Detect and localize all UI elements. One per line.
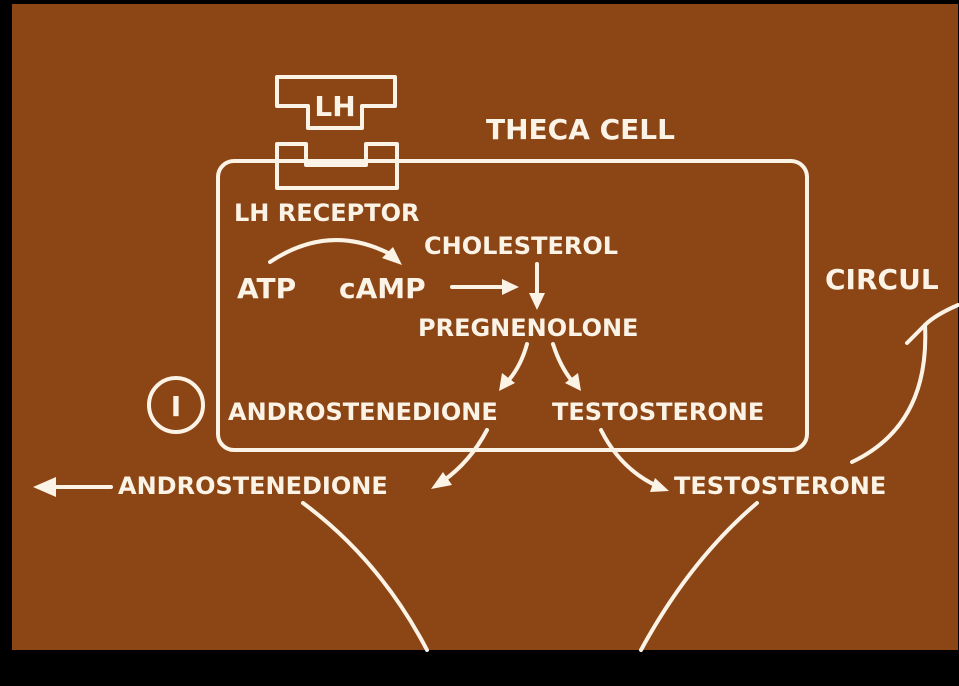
circulation-label: CIRCUL bbox=[825, 263, 939, 296]
androstenedione-export-arrowhead bbox=[431, 472, 452, 489]
circulation-arrow-barb bbox=[905, 323, 927, 345]
pregnenolone-to-androstenedione-arrow bbox=[506, 342, 529, 383]
androstenedione-inside-label: ANDROSTENEDIONE bbox=[228, 398, 498, 426]
cholesterol-label: CHOLESTEROL bbox=[424, 232, 618, 260]
testosterone-inside-label: TESTOSTERONE bbox=[552, 398, 764, 426]
pregnenolone-to-androstenedione-arrowhead bbox=[499, 373, 515, 391]
testosterone-export-arrow bbox=[599, 428, 657, 487]
androstenedione-outside-label: ANDROSTENEDIONE bbox=[118, 472, 388, 500]
circulation-arrow-tip bbox=[923, 303, 959, 327]
lh-receptor-shape bbox=[275, 142, 399, 190]
lh-hormone-shape bbox=[275, 75, 397, 130]
testosterone-export-arrowhead bbox=[650, 478, 669, 492]
receptor-label: LH RECEPTOR bbox=[234, 199, 419, 227]
step-marker-circle bbox=[147, 376, 205, 434]
cholesterol-to-pregnenolone-arrowhead bbox=[529, 293, 545, 310]
atp-to-camp-arrow bbox=[268, 238, 394, 264]
androstenedione-export-arrow bbox=[441, 428, 489, 483]
cell-title: THECA CELL bbox=[486, 113, 675, 146]
theca-cell-membrane bbox=[216, 159, 809, 452]
atp-to-camp-arrowhead bbox=[382, 247, 402, 265]
pregnenolone-label: PREGNENOLONE bbox=[418, 314, 638, 342]
step-marker-label: I bbox=[171, 390, 181, 423]
androstenedione-left-arrowhead bbox=[33, 477, 56, 497]
atp-label: ATP bbox=[237, 272, 296, 305]
pregnenolone-to-testosterone-arrowhead bbox=[565, 373, 581, 391]
testosterone-down-line bbox=[639, 501, 759, 652]
pregnenolone-to-testosterone-arrow bbox=[551, 342, 574, 383]
slide-background bbox=[12, 4, 958, 650]
androstenedione-down-line bbox=[301, 501, 429, 652]
lh-hormone-label: LH bbox=[314, 90, 355, 123]
camp-label: cAMP bbox=[339, 272, 426, 305]
camp-activation-arrowhead bbox=[502, 279, 519, 295]
testosterone-to-circulation-arrow bbox=[850, 323, 928, 464]
testosterone-outside-label: TESTOSTERONE bbox=[674, 472, 886, 500]
